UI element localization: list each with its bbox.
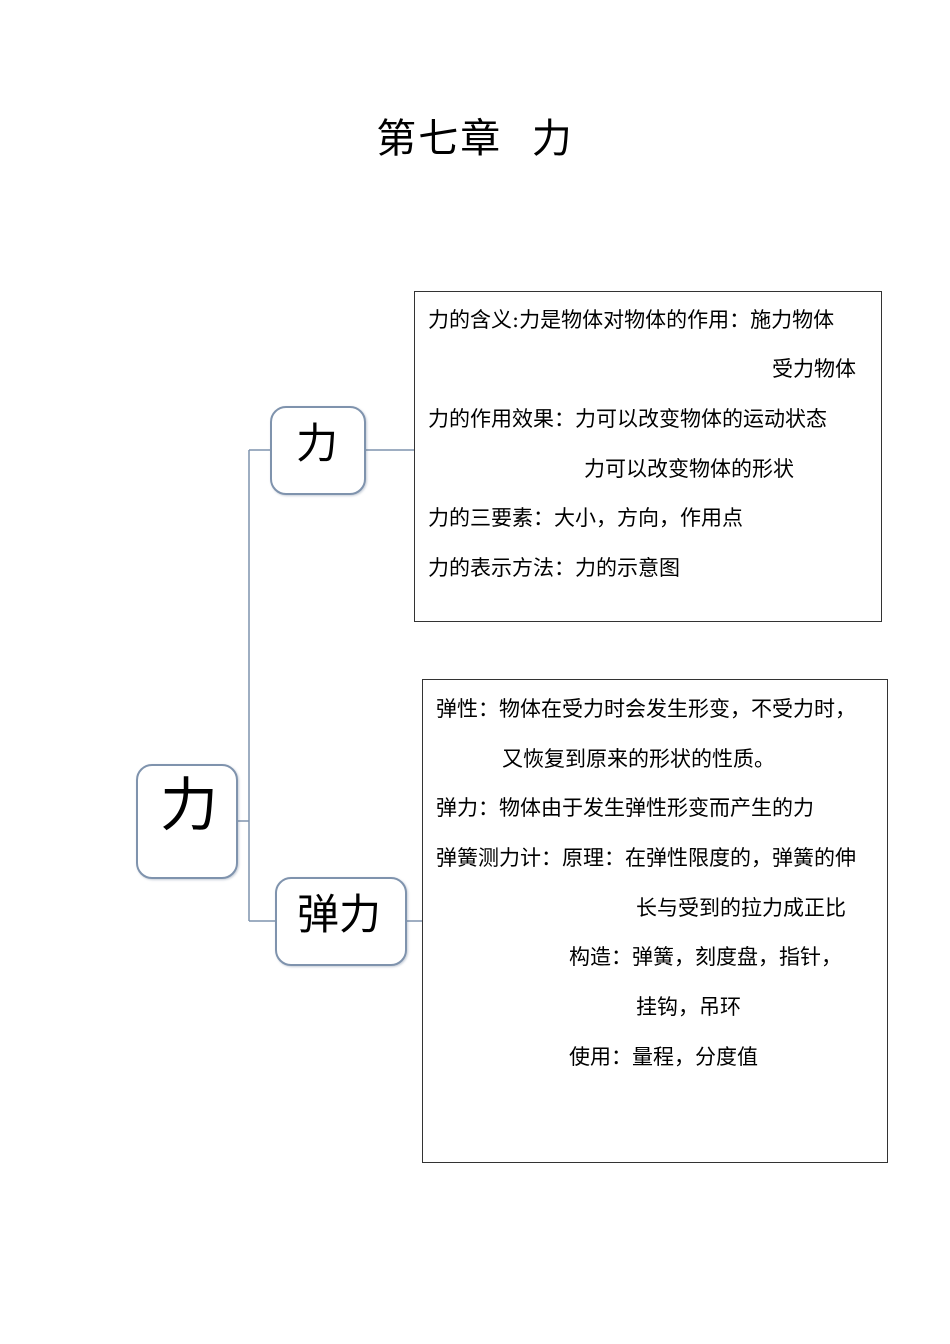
branch-node-elastic: 弹力 (275, 877, 407, 966)
force-line-three-elements: 力的三要素：大小，方向，作用点 (428, 506, 743, 530)
force-line-definition: 力的含义:力是物体对物体的作用：施力物体 (428, 308, 835, 332)
force-line-effect-shape: 力可以改变物体的形状 (584, 457, 794, 481)
force-line-representation: 力的表示方法：力的示意图 (428, 556, 680, 580)
branch-node-force-label: 力 (296, 419, 339, 468)
force-line-effect-motion: 力的作用效果：力可以改变物体的运动状态 (428, 407, 827, 431)
root-node: 力 (136, 764, 238, 879)
elastic-line-elasticity: 弹性：物体在受力时会发生形变，不受力时， (436, 697, 856, 721)
force-detail-box: 力的含义:力是物体对物体的作用：施力物体 受力物体 力的作用效果：力可以改变物体… (414, 291, 882, 622)
elastic-detail-box: 弹性：物体在受力时会发生形变，不受力时， 又恢复到原来的形状的性质。 弹力：物体… (422, 679, 888, 1163)
elastic-line-structure: 构造：弹簧，刻度盘，指针， (569, 945, 842, 969)
elastic-line-elasticity-cont: 又恢复到原来的形状的性质。 (502, 747, 775, 771)
elastic-line-spring-scale-principle: 弹簧测力计：原理：在弹性限度的，弹簧的伸 (436, 846, 856, 870)
elastic-line-principle-cont: 长与受到的拉力成正比 (636, 896, 846, 920)
root-node-label: 力 (160, 771, 219, 839)
branch-node-force: 力 (270, 406, 366, 495)
elastic-line-structure-cont: 挂钩，吊环 (636, 995, 741, 1019)
elastic-line-usage: 使用：量程，分度值 (569, 1045, 758, 1069)
force-line-receiver: 受力物体 (772, 357, 856, 381)
branch-node-elastic-label: 弹力 (297, 890, 382, 939)
page-title: 第七章 力 (376, 116, 574, 162)
elastic-line-elastic-force: 弹力：物体由于发生弹性形变而产生的力 (436, 796, 814, 820)
